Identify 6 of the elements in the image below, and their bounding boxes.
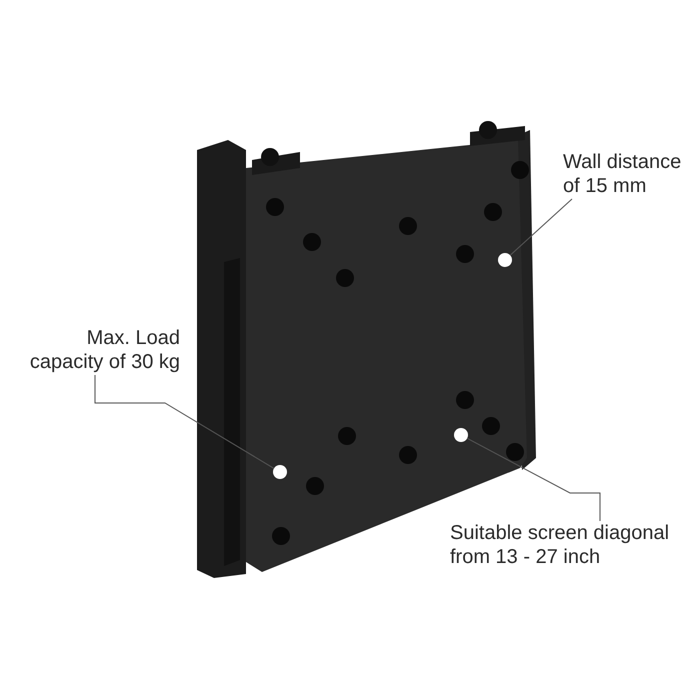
- callout-text: Suitable screen diagonal from 13 - 27 inch: [450, 521, 700, 569]
- leader-line: [466, 438, 600, 522]
- leader-line: [94, 374, 274, 469]
- leader-line: [510, 198, 572, 256]
- callout-text: Wall distance of 15 mm: [563, 150, 700, 198]
- callout-text: Max. Load capacity of 30 kg: [12, 326, 180, 374]
